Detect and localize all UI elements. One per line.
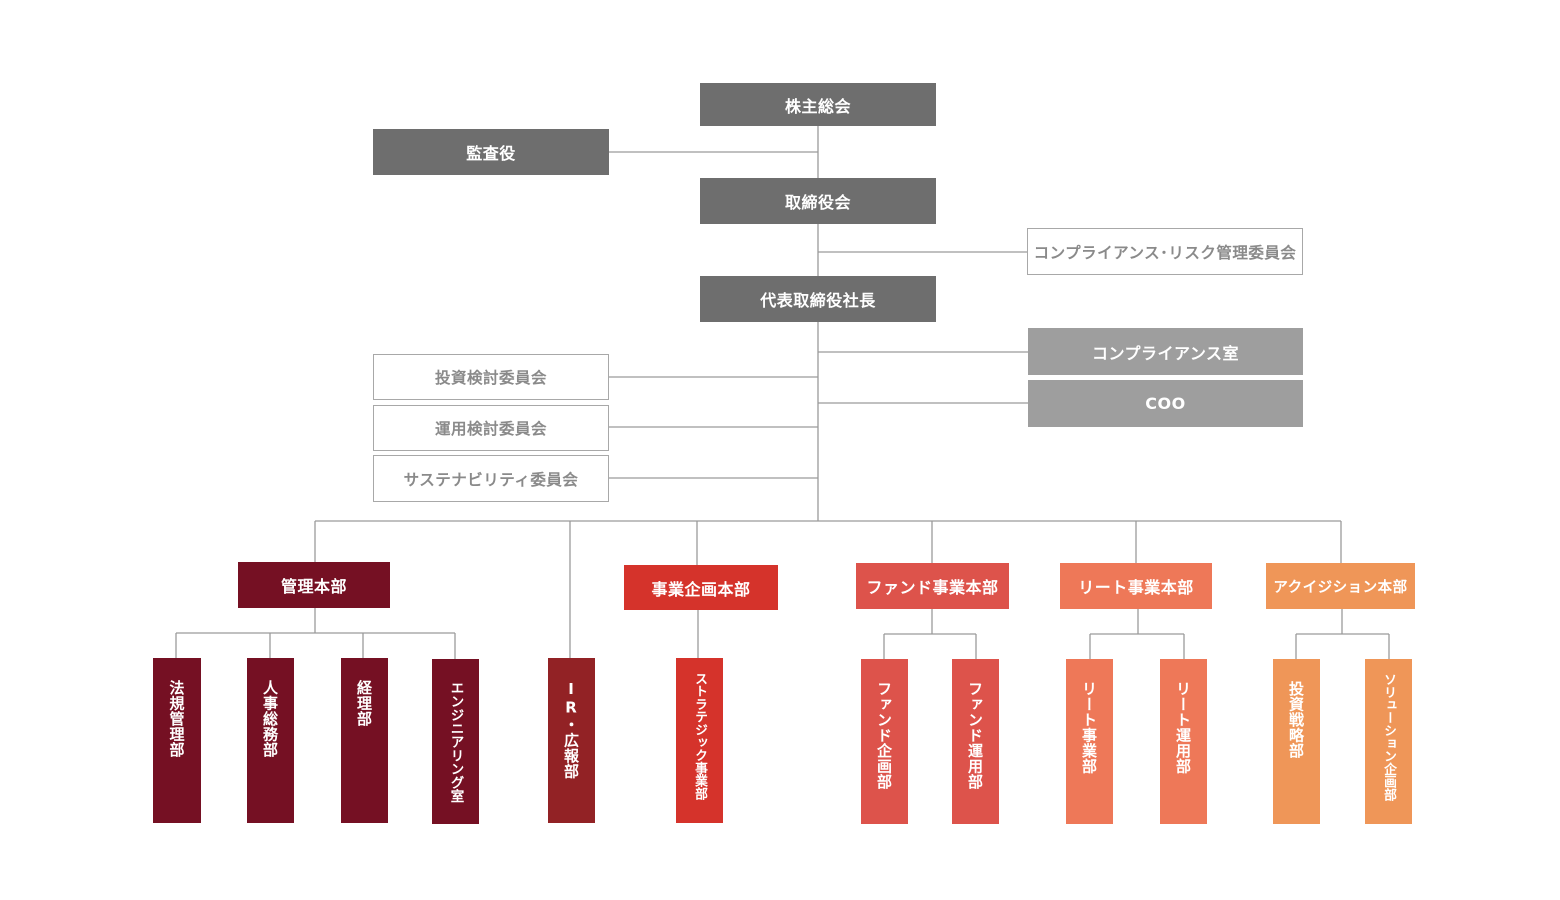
dept-fund-unyo-label: ファンド運用部 — [966, 681, 984, 790]
division-jigyo-kikaku-box: 事業企画本部 — [624, 565, 778, 610]
dept-jinji-box: 人事総務部 — [247, 658, 294, 823]
dept-ir-label: IR・広報部 — [562, 680, 580, 779]
dept-reit-unyo-box: リート運用部 — [1160, 659, 1207, 824]
dept-strategic-label: ストラテジック事業部 — [692, 672, 707, 800]
dept-houki-label: 法規管理部 — [167, 680, 186, 758]
sustainability-committee-box: サステナビリティ委員会 — [373, 455, 609, 502]
dept-engineering-box: エンジニアリング室 — [432, 659, 479, 824]
dept-engineering-label: エンジニアリング室 — [447, 681, 464, 803]
dept-keiri-label: 経理部 — [355, 680, 373, 727]
dept-strategic-box: ストラテジック事業部 — [676, 658, 723, 823]
division-fund-box: ファンド事業本部 — [856, 563, 1009, 609]
dept-fund-kikaku-box: ファンド企画部 — [861, 659, 908, 824]
dept-reit-jigyo-label: リート事業部 — [1080, 681, 1098, 774]
dept-houki-box: 法規管理部 — [153, 658, 201, 823]
dept-fund-unyo-box: ファンド運用部 — [952, 659, 999, 824]
coo-box: COO — [1028, 380, 1303, 427]
dept-toshi-senryaku-label: 投資戦略部 — [1287, 681, 1305, 759]
division-kanri-box: 管理本部 — [238, 562, 390, 608]
dept-reit-unyo-label: リート運用部 — [1174, 681, 1192, 774]
dept-keiri-box: 経理部 — [341, 658, 388, 823]
dept-solution-box: ソリューション企画部 — [1365, 659, 1412, 824]
president-box: 代表取締役社長 — [700, 276, 936, 322]
investment-committee-box: 投資検討委員会 — [373, 354, 609, 400]
dept-reit-jigyo-box: リート事業部 — [1066, 659, 1113, 824]
shareholders-meeting-box: 株主総会 — [700, 83, 936, 126]
dept-toshi-senryaku-box: 投資戦略部 — [1273, 659, 1320, 824]
compliance-office-box: コンプライアンス室 — [1028, 328, 1303, 375]
auditor-box: 監査役 — [373, 129, 609, 175]
board-of-directors-box: 取締役会 — [700, 178, 936, 224]
dept-ir-box: IR・広報部 — [548, 658, 595, 823]
operation-committee-box: 運用検討委員会 — [373, 405, 609, 451]
division-reit-box: リート事業本部 — [1060, 563, 1212, 609]
compliance-risk-committee-box: コンプライアンス･リスク管理委員会 — [1027, 228, 1303, 275]
division-acquisition-box: アクイジション本部 — [1266, 563, 1415, 609]
dept-solution-label: ソリューション企画部 — [1381, 673, 1396, 801]
dept-jinji-label: 人事総務部 — [261, 680, 279, 758]
dept-fund-kikaku-label: ファンド企画部 — [875, 681, 893, 790]
